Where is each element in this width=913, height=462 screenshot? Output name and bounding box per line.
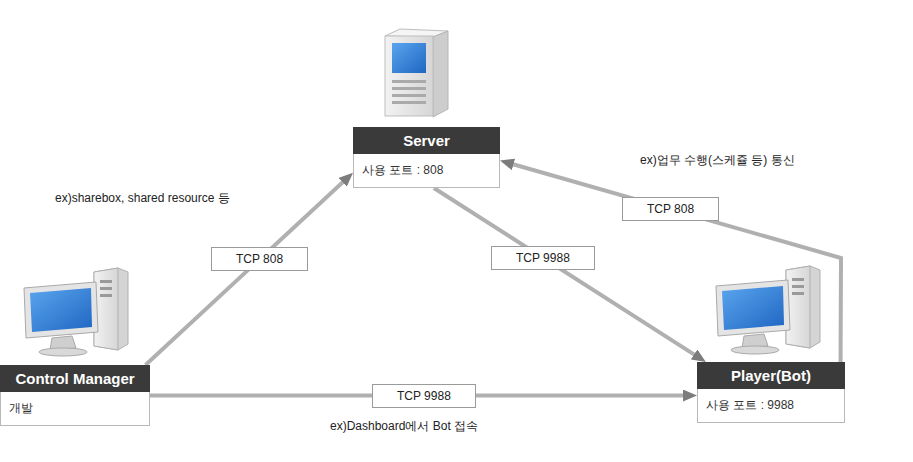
port-label: TCP 9988 <box>491 246 595 270</box>
pc-icon <box>716 266 820 354</box>
host-detail: 개발 <box>0 392 150 426</box>
connection-arrow <box>146 180 346 365</box>
port-label: TCP 808 <box>211 247 308 271</box>
host-detail: 사용 포트 : 808 <box>353 154 500 188</box>
host-box: Player(Bot)사용 포트 : 9988 <box>697 362 845 423</box>
host-title: Control Manager <box>0 365 150 392</box>
host-title: Server <box>353 127 500 154</box>
note-text: ex)업무 수행(스케쥴 등) 통신 <box>640 152 795 169</box>
server-icon <box>385 29 448 117</box>
pc-icon <box>24 268 128 356</box>
port-label: TCP 9988 <box>372 384 476 408</box>
port-label: TCP 808 <box>622 197 719 221</box>
note-text: ex)Dashboard에서 Bot 접속 <box>330 418 478 435</box>
host-box: Server사용 포트 : 808 <box>353 127 500 188</box>
host-detail: 사용 포트 : 9988 <box>697 389 845 423</box>
host-title: Player(Bot) <box>697 362 845 389</box>
note-text: ex)sharebox, shared resource 등 <box>55 190 230 207</box>
host-box: Control Manager개발 <box>0 365 150 426</box>
